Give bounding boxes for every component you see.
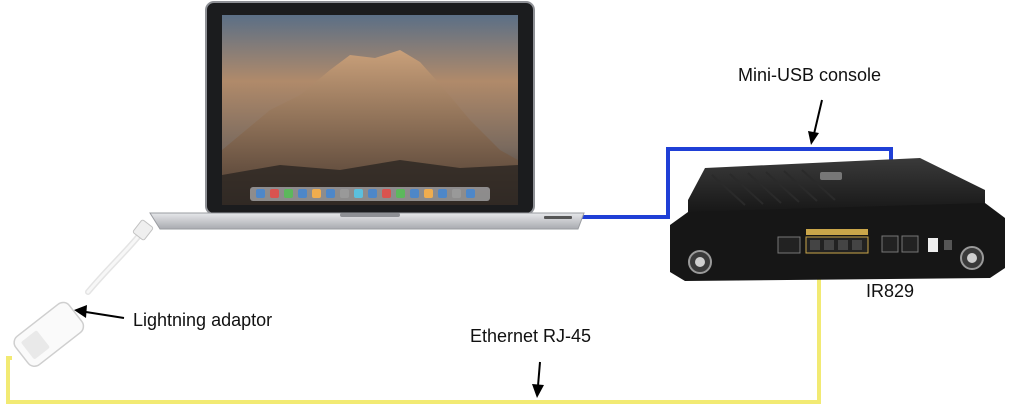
thunderbolt-adapter-icon	[13, 219, 154, 368]
lightning-arrow	[74, 305, 125, 319]
router-model-label: IR829	[866, 281, 915, 301]
mini-usb-console-label: Mini-USB console	[738, 65, 882, 85]
mini-usb-cable	[581, 147, 893, 219]
ethernet-arrow	[532, 361, 544, 398]
ethernet-rj45-label: Ethernet RJ-45	[470, 326, 592, 346]
lightning-adaptor-label: Lightning adaptor	[133, 310, 273, 330]
mini-usb-arrow	[808, 99, 823, 145]
ethernet-cable	[6, 238, 821, 404]
router-icon	[670, 158, 1005, 281]
laptop-icon	[149, 1, 585, 230]
